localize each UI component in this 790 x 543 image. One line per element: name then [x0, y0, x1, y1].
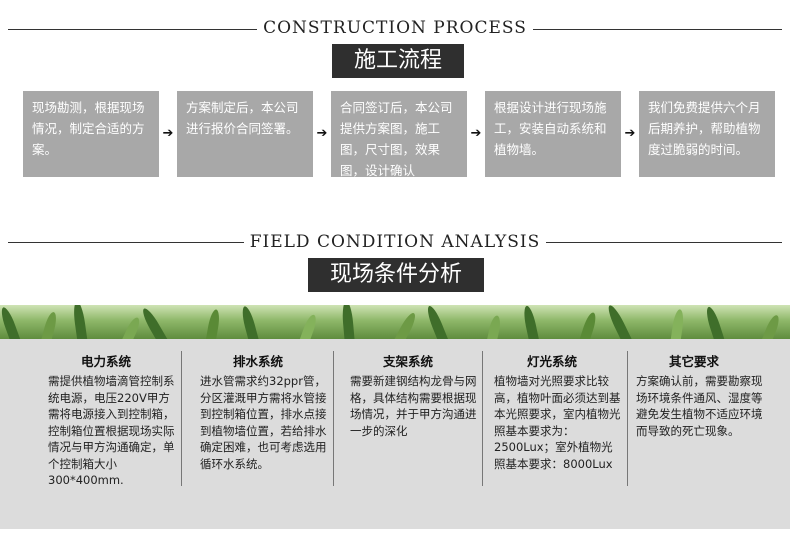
column-title: 排水系统 — [232, 354, 283, 369]
divider-line — [8, 29, 266, 30]
column-title: 支架系统 — [382, 354, 433, 369]
column-divider — [333, 351, 334, 486]
column-divider — [181, 351, 182, 486]
divider-line — [530, 29, 782, 30]
arrow-right-icon: ➔ — [316, 126, 328, 141]
column-text: 方案确认前，需要勘察现场环境条件通风、湿度等避免发生植物不适应环境而导致的死亡现… — [636, 374, 763, 438]
column-text: 需要新建钢结构龙骨与网格，具体结构需要根据现场情况，并于甲方沟通进一步的深化 — [350, 374, 477, 438]
analysis-en-title: FIELD CONDITION ANALYSIS — [0, 232, 790, 252]
process-step: 根据设计进行现场施工，安装自动系统和植物墙。 — [485, 91, 621, 177]
process-step: 现场勘测，根据现场情况，制定合适的方案。 — [23, 91, 159, 177]
column-text: 进水管需求约32ppr管，分区灌溉甲方需将水管接到控制箱位置，排水点接到植物墙位… — [200, 374, 327, 471]
conditions-panel — [0, 339, 790, 529]
plant-banner-image — [0, 305, 790, 339]
process-step: 方案制定后，本公司进行报价合同签署。 — [177, 91, 313, 177]
column-divider — [482, 351, 483, 486]
column-text: 需提供植物墙滴管控制系统电源，电压220V甲方需将电源接入到控制箱，控制箱位置根… — [48, 374, 175, 487]
divider-line — [545, 242, 782, 243]
divider-line — [8, 242, 246, 243]
process-cn-title: 施工流程 — [332, 44, 464, 78]
process-step: 合同签订后，本公司提供方案图，施工图，尺寸图，效果图，设计确认 — [331, 91, 467, 178]
arrow-right-icon: ➔ — [470, 126, 482, 141]
column-title: 灯光系统 — [526, 354, 577, 369]
arrow-right-icon: ➔ — [624, 126, 636, 141]
column-divider — [627, 351, 628, 486]
process-step: 我们免费提供六个月后期养护，帮助植物度过脆弱的时间。 — [639, 91, 775, 177]
arrow-right-icon: ➔ — [162, 126, 174, 141]
column-title: 电力系统 — [80, 354, 131, 369]
column-text: 植物墙对光照要求比较高，植物叶面必须达到基本光照要求，室内植物光照基本要求为：2… — [494, 374, 621, 471]
process-en-title: CONSTRUCTION PROCESS — [0, 18, 790, 38]
analysis-cn-title: 现场条件分析 — [308, 258, 484, 292]
column-title: 其它要求 — [668, 354, 719, 369]
